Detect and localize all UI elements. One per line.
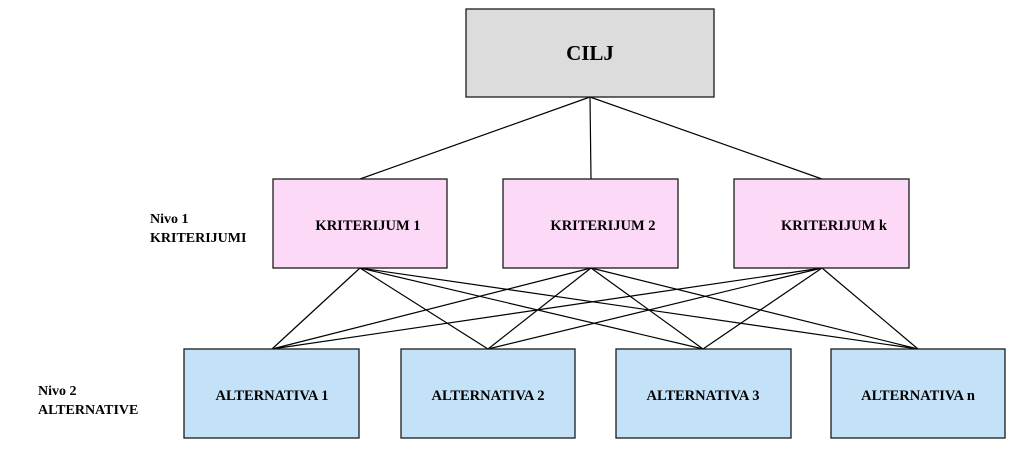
criterion-node-2: KRITERIJUM 2 — [502, 178, 679, 269]
level-1-name: KRITERIJUMI — [150, 231, 247, 246]
level-2-name: ALTERNATIVE — [38, 403, 139, 418]
level-1-label: Nivo 1 KRITERIJUMI — [150, 210, 246, 248]
criterion-label-2: KRITERIJUM 2 — [550, 218, 655, 234]
criterion-box-1 — [272, 178, 448, 269]
goal-node: CILJ — [465, 8, 715, 98]
edge-criterion-1-alternative-2 — [359, 267, 489, 350]
criterion-label-k: KRITERIJUM k — [781, 218, 888, 234]
edge-criterion-1-alternative-3 — [359, 267, 704, 350]
goal-box — [465, 8, 715, 98]
edge-criterion-2-alternative-2 — [487, 267, 592, 350]
alternative-node-2: ALTERNATIVA 2 — [400, 348, 576, 439]
edge-criterion-1-alternative-1 — [271, 267, 361, 350]
level-2-number: Nivo 2 — [38, 384, 77, 399]
edge-criterion-3-alternative-2 — [487, 267, 823, 350]
alternative-label-3: ALTERNATIVA 3 — [647, 388, 760, 404]
alternative-node-n: ALTERNATIVA n — [830, 348, 1006, 439]
level-2-label: Nivo 2 ALTERNATIVE — [38, 382, 138, 420]
level-1-number: Nivo 1 — [150, 212, 189, 227]
edge-goal-criterion-1 — [359, 96, 591, 180]
alternative-label-2: ALTERNATIVA 2 — [432, 388, 545, 404]
alternative-box-1 — [183, 348, 360, 439]
connector-lines — [271, 96, 919, 350]
edge-criterion-1-alternative-4 — [359, 267, 919, 350]
edge-criterion-2-alternative-4 — [590, 267, 919, 350]
alternative-box-2 — [400, 348, 576, 439]
edge-goal-criterion-2 — [589, 96, 592, 180]
edge-criterion-2-alternative-3 — [590, 267, 704, 350]
alternative-node-3: ALTERNATIVA 3 — [615, 348, 792, 439]
edge-criterion-3-alternative-1 — [271, 267, 823, 350]
goal-label: CILJ — [566, 41, 614, 65]
edge-criterion-2-alternative-1 — [271, 267, 592, 350]
alternative-node-1: ALTERNATIVA 1 — [183, 348, 360, 439]
criterion-node-k: KRITERIJUM k — [733, 178, 910, 269]
alternative-box-3 — [615, 348, 792, 439]
edge-criterion-3-alternative-4 — [821, 267, 919, 350]
alternative-label-1: ALTERNATIVA 1 — [216, 388, 329, 404]
criterion-box-2 — [502, 178, 679, 269]
alternative-label-n: ALTERNATIVA n — [861, 388, 975, 404]
criterion-box-k — [733, 178, 910, 269]
criterion-label-1: KRITERIJUM 1 — [315, 218, 420, 234]
edge-criterion-3-alternative-3 — [702, 267, 823, 350]
criterion-node-1: KRITERIJUM 1 — [272, 178, 448, 269]
alternative-box-n — [830, 348, 1006, 439]
edge-goal-criterion-3 — [589, 96, 823, 180]
